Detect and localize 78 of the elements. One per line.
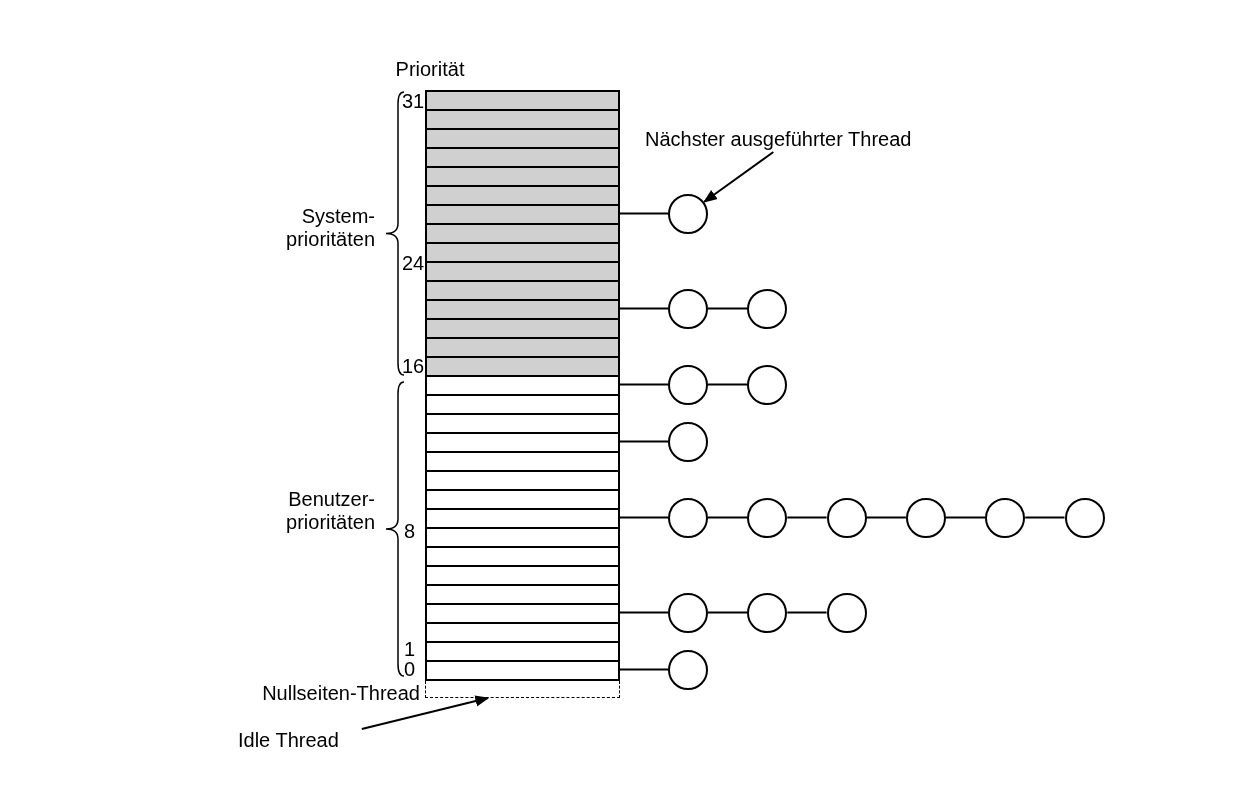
priority-row [425,166,620,185]
connector-line [619,440,669,443]
priority-row [425,641,620,660]
thread-circle [668,421,708,462]
connector-line [619,212,669,215]
axis-title: Priorität [394,58,466,81]
priority-row [425,356,620,375]
priority-number: 1 [404,638,417,661]
connector-line [619,307,669,310]
priority-row [425,527,620,546]
connector-line [865,516,907,519]
priority-row [425,394,620,413]
connector-line [707,516,749,519]
connector-line [707,383,749,386]
group-label: Benutzer- prioritäten [285,488,375,534]
thread-circle [668,649,708,690]
priority-row [425,261,620,280]
priority-row [425,299,620,318]
priority-row [425,565,620,584]
priority-number: 16 [402,355,424,378]
thread-circle [1064,497,1105,538]
connector-line [944,516,987,519]
thread-circle [668,288,708,329]
thread-circle [668,592,708,633]
group-label: System- prioritäten [285,205,375,251]
thread-circle [905,497,946,538]
priority-number: 31 [402,90,424,113]
thread-circle [668,193,708,234]
priority-row [425,660,620,681]
connector-line [786,516,828,519]
priority-row [425,508,620,527]
dashed-row [425,681,620,698]
priority-row [425,375,620,394]
connector-line [707,307,749,310]
thread-circle [747,497,788,538]
connector-line [619,668,669,671]
priority-row [425,242,620,261]
thread-circle [668,364,708,405]
priority-number: 24 [402,252,424,275]
priority-row [425,147,620,166]
connector-line [786,611,828,614]
priority-row [425,185,620,204]
priority-row [425,432,620,451]
priority-row [425,451,620,470]
leader-arrow [360,695,490,730]
thread-circle [826,592,867,633]
thread-circle [985,497,1026,538]
connector-line [619,611,669,614]
annotation-text: Nächster ausgeführter Thread [645,128,935,152]
annotation-text: Idle Thread [238,729,388,753]
priority-row [425,489,620,508]
priority-row [425,584,620,603]
connector-line [1024,516,1066,519]
priority-row [425,223,620,242]
priority-row [425,109,620,128]
priority-row [425,546,620,565]
priority-row [425,622,620,641]
connector-line [619,383,669,386]
leader-arrow [703,151,775,203]
priority-number: 8 [404,520,417,543]
thread-circle [668,497,708,538]
thread-circle [826,497,867,538]
group-label: Nullseiten-Thread [261,682,420,705]
thread-circle [747,364,788,405]
thread-circle [747,592,788,633]
priority-row [425,128,620,147]
priority-row [425,603,620,622]
priority-row [425,204,620,223]
connector-line [619,516,669,519]
priority-row [425,90,620,109]
priority-row [425,470,620,489]
priority-row [425,280,620,299]
connector-line [707,611,749,614]
priority-row [425,318,620,337]
thread-circle [747,288,788,329]
priority-row [425,413,620,432]
priority-row [425,337,620,356]
priority-number: 0 [404,658,417,681]
